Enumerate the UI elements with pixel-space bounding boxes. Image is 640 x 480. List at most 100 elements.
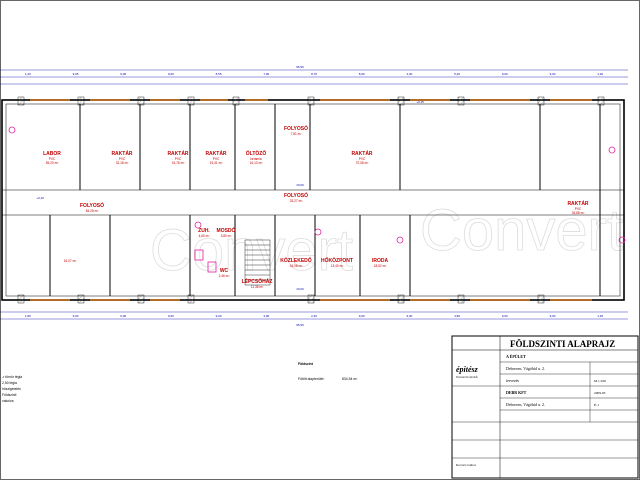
room-raktar-2: RAKTÁR PVC 15,78 m² [167, 150, 188, 165]
firm-name: Tervező Iroda Kft. [456, 375, 478, 379]
top-dimension-2: 9,00 [120, 72, 126, 76]
scale: M 1:100 [594, 379, 606, 383]
bottom-dimension-5: 3,00 [263, 314, 269, 318]
room-zuh: ZUH. 4,60 m² [198, 228, 210, 238]
watermark: Convert [150, 218, 353, 283]
top-dimension-8: 4,00 [406, 72, 412, 76]
bottom-dimension-2: 9,00 [120, 314, 126, 318]
svg-text:LABOR: LABOR [43, 151, 61, 157]
watermark-2: Convert [420, 198, 623, 263]
bottom-dimension-10: 9,00 [502, 314, 508, 318]
room-hokozpont: HŐKÖZPONT 13,40 m² [321, 257, 353, 268]
designer: Kovács Gábor [456, 463, 477, 467]
svg-text:11,38 m²: 11,38 m² [251, 285, 263, 289]
svg-text:2,46 m²: 2,46 m² [219, 274, 230, 278]
top-dimension-3: 9,00 [168, 72, 174, 76]
sheet-number: É-1 [594, 402, 599, 407]
svg-text:PVC: PVC [359, 157, 366, 161]
total-dimension-bottom: 95,90 [296, 323, 304, 327]
room-mosdo: MOSDÓ 3,80 m² [217, 226, 236, 238]
svg-text:RAKTÁR: RAKTÁR [351, 150, 372, 157]
svg-text:16,07 m²: 16,07 m² [64, 259, 77, 263]
drawing-title: FÖLDSZINTI ALAPRAJZ [510, 339, 615, 349]
columns [17, 96, 605, 304]
client-address: Debrecen, Vágóhíd u. 2. [506, 402, 545, 408]
svg-text:vakolva: vakolva [2, 399, 14, 403]
total-dimension-top: 95,90 [296, 65, 304, 69]
firm-logo: épitész [456, 365, 479, 374]
top-dimension-lines [0, 69, 628, 85]
svg-text:34,88 m²: 34,88 m² [572, 211, 585, 215]
svg-text:RAKTÁR: RAKTÁR [111, 150, 132, 157]
svg-text:3,80 m²: 3,80 m² [221, 234, 232, 238]
room-iroda: IRODA 18,52 m² [372, 258, 389, 268]
room-folyoso-top: FOLYOSÓ 7,81 m² [284, 124, 308, 136]
bottom-dimension-1: 9,00 [73, 314, 79, 318]
summary-label: Fűtött alapterület: [298, 377, 324, 381]
svg-text:55,20 m²: 55,20 m² [46, 161, 59, 165]
svg-text:KÖZLEKEDŐ: KÖZLEKEDŐ [280, 257, 312, 264]
bottom-dimension-6: 2,40 [311, 314, 317, 318]
svg-text:LÉPCSŐHÁZ: LÉPCSŐHÁZ [242, 277, 273, 285]
room-kozlekedo: KÖZLEKEDŐ 16,08 m² [280, 257, 312, 268]
summary-value: 834,54 m² [342, 377, 358, 381]
top-dimension-10: 9,00 [502, 72, 508, 76]
svg-text:PVC: PVC [213, 157, 220, 161]
bottom-dimension-3: 9,00 [168, 314, 174, 318]
left-notes: -r tömör tégla 2,50 tégla hőszigetelés F… [2, 375, 22, 403]
top-dimension-9: 5,20 [454, 72, 460, 76]
svg-text:84,28 m²: 84,28 m² [86, 209, 99, 213]
room-wc: WC 2,46 m² [219, 268, 230, 278]
room-raktar-3: RAKTÁR PVC 15,31 m² [205, 150, 226, 165]
bottom-dimension-4: 9,00 [216, 314, 222, 318]
svg-text:MOSDÓ: MOSDÓ [217, 226, 236, 234]
top-dimension-7: 8,90 [359, 72, 365, 76]
room-folyoso-main: FOLYOSÓ 84,28 m² [80, 201, 104, 213]
svg-text:Füldszinti: Füldszinti [2, 393, 17, 397]
svg-text:13,40 m²: 13,40 m² [331, 264, 344, 268]
svg-text:RAKTÁR: RAKTÁR [205, 150, 226, 157]
top-dimension-4: 8,55 [216, 72, 222, 76]
level-mark-0: +0,10 [36, 196, 44, 200]
svg-text:RAKTÁR: RAKTÁR [167, 150, 188, 157]
svg-text:PVC: PVC [575, 207, 582, 211]
summary-heading: Földszint [298, 362, 314, 366]
windows [30, 99, 592, 301]
date: 2009.03 [594, 391, 606, 395]
top-dimension-0: 1,20 [25, 72, 31, 76]
room-raktar-1: RAKTÁR PVC 32,18 m² [111, 150, 132, 165]
svg-text:kerámia: kerámia [250, 157, 262, 161]
svg-text:-r tömör tégla: -r tömör tégla [2, 375, 22, 379]
sanitary-fixtures [8, 126, 626, 273]
room-small-left: 16,07 m² [64, 259, 77, 263]
svg-text:18,52 m²: 18,52 m² [374, 264, 387, 268]
svg-text:ÖLTÖZŐ: ÖLTÖZŐ [246, 150, 267, 157]
top-dimension-12: 1,20 [597, 72, 603, 76]
svg-text:RAKTÁR: RAKTÁR [567, 200, 588, 207]
project-address: Debrecen, Vágóhíd u. 2. [506, 366, 545, 372]
client-name: DEBR KFT [506, 390, 527, 395]
staircase [244, 239, 271, 286]
top-dimension-1: 9,05 [73, 72, 79, 76]
svg-text:FOLYOSÓ: FOLYOSÓ [284, 124, 308, 132]
svg-text:ZUH.: ZUH. [198, 228, 210, 234]
bottom-dimension-lines [0, 311, 628, 320]
top-dimension-11: 9,00 [550, 72, 556, 76]
bottom-dimension-9: 4,80 [454, 314, 460, 318]
svg-text:hőszigetelés: hőszigetelés [2, 387, 21, 391]
svg-text:2,50 tégla: 2,50 tégla [2, 381, 17, 385]
svg-text:16,08 m²: 16,08 m² [290, 264, 303, 268]
room-labor: LABOR PVC 55,20 m² [43, 151, 61, 165]
top-dimension-6: 8,70 [311, 72, 317, 76]
room-raktar-right: RAKTÁR PVC 34,88 m² [567, 200, 588, 215]
svg-text:HŐKÖZPONT: HŐKÖZPONT [321, 257, 353, 264]
title-block [451, 335, 639, 479]
bottom-dimension-0: 1,80 [25, 314, 31, 318]
svg-text:37,08 m²: 37,08 m² [356, 161, 369, 165]
svg-text:IRODA: IRODA [372, 258, 389, 264]
room-olto: ÖLTÖZŐ kerámia 16,13 m² [246, 150, 267, 165]
svg-text:16,13 m²: 16,13 m² [250, 161, 263, 165]
svg-text:FOLYOSÓ: FOLYOSÓ [80, 201, 104, 209]
building-label: A ÉPÜLET [506, 354, 526, 359]
